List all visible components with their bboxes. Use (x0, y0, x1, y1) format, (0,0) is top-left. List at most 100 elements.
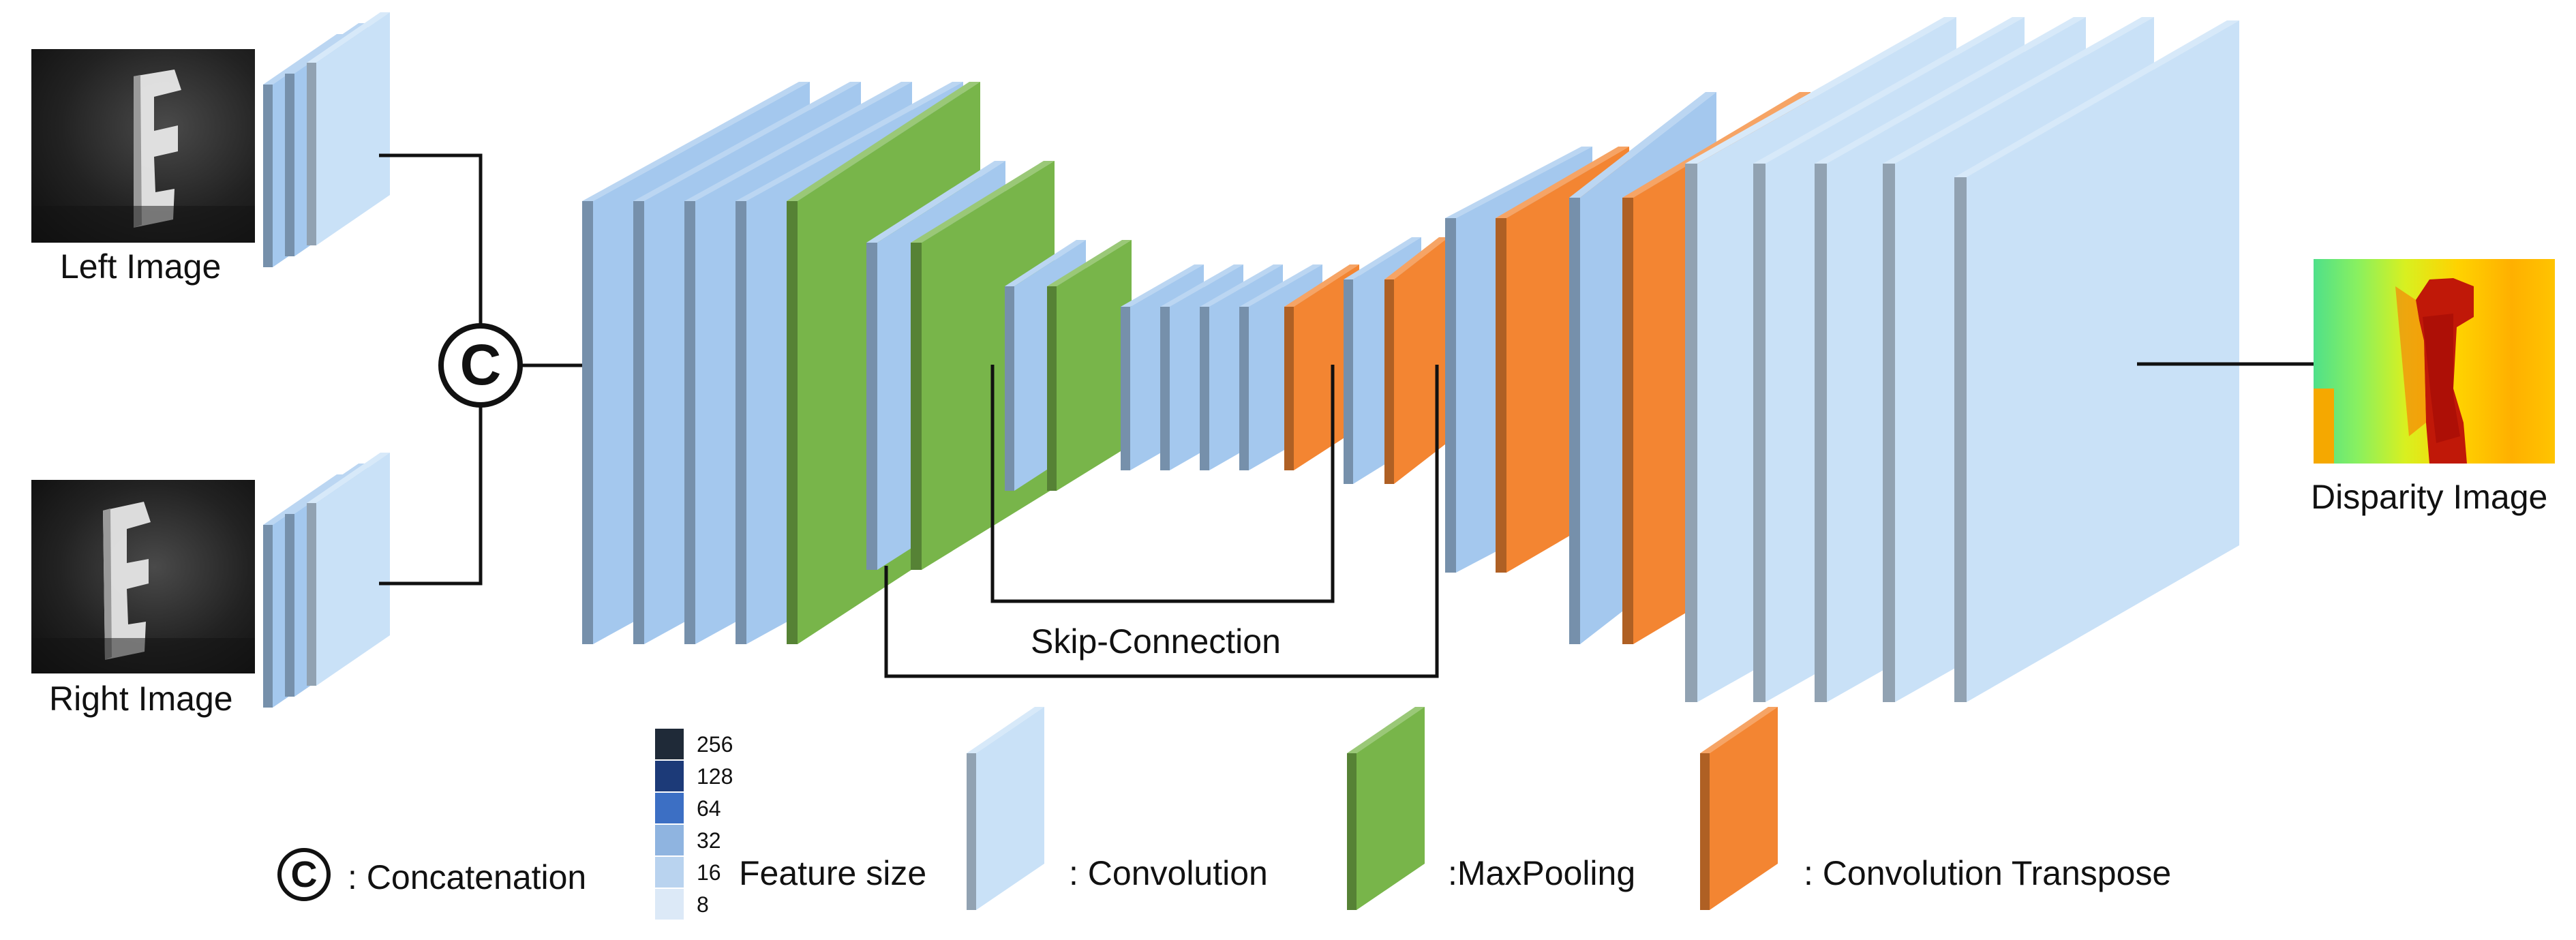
feature-size-tick-64: 64 (697, 796, 721, 821)
encoder1-conv-3-top (736, 82, 963, 201)
left-input-conv-0-side (263, 85, 273, 267)
decoder2-transpose (1384, 237, 1449, 484)
decoder3-conv-side (1445, 218, 1456, 573)
encoder1-conv-1-top (633, 82, 861, 201)
left-input-conv-2-top (307, 12, 390, 63)
bottleneck-conv-2-side (1200, 307, 1209, 470)
feature-size-tick-8: 8 (697, 892, 709, 917)
right-to-concat-line (379, 404, 483, 586)
encoder3-conv-side (1005, 286, 1014, 491)
left-input-conv-2-side (307, 63, 316, 245)
legend-transpose-label: : Convolution Transpose (1804, 854, 2172, 892)
legend-convolution-swatch-front (976, 707, 1044, 910)
feature-scale-swatch-1 (654, 759, 685, 793)
feature-size-tick-128: 128 (697, 764, 733, 789)
bottleneck-conv-3-top (1239, 264, 1322, 307)
feature-scale-swatch-3 (654, 823, 685, 857)
legend-maxpool-swatch-front (1357, 707, 1425, 910)
legend-transpose-swatch-side (1700, 753, 1710, 910)
encoder1-maxpool-top (787, 82, 980, 201)
right-image-caption: Right Image (49, 680, 233, 718)
encoder3-maxpool-side (1047, 286, 1057, 491)
bottleneck-conv-0-side (1121, 307, 1130, 470)
output-conv-0-side (1685, 164, 1697, 702)
legend-concat-circle (277, 848, 331, 901)
legend-maxpool-swatch-top (1347, 707, 1425, 753)
legend-maxpool-swatch (1347, 707, 1425, 910)
output-conv-2-side (1815, 164, 1827, 702)
disparity-image-photo (2314, 259, 2555, 464)
feature-scale-swatch-2 (654, 791, 685, 825)
right-image-photo (31, 480, 255, 673)
decoder1-transpose (1284, 264, 1359, 470)
feature-size-tick-256: 256 (697, 732, 733, 757)
decoder3-transpose-side (1496, 218, 1506, 573)
bottleneck-conv-2-top (1200, 264, 1283, 307)
output-conv-3-side (1883, 164, 1895, 702)
disparity-heatmap-art (2314, 278, 2474, 464)
legend-transpose-swatch (1700, 707, 1778, 910)
output-conv-3-top (1883, 17, 2154, 164)
encoder2-maxpool-top (911, 161, 1055, 243)
decoder4-transpose-top (1622, 92, 1810, 198)
left-input-conv-2 (307, 12, 390, 245)
right-input-conv-2 (307, 453, 390, 686)
decoder2-transpose-side (1384, 279, 1394, 484)
concat-node-circle (438, 323, 523, 408)
output-conv-1-top (1753, 17, 2025, 164)
encoder1-conv-3-side (736, 201, 746, 644)
right-input-conv-1-side (285, 514, 294, 697)
encoder1-conv-0-top (582, 82, 810, 201)
legend-transpose-swatch-top (1700, 707, 1778, 753)
encoder3-maxpool-top (1047, 240, 1132, 286)
left-image-caption: Left Image (60, 247, 222, 286)
decoder1-transpose-front (1294, 264, 1359, 470)
right-input-conv-2-side (307, 503, 316, 686)
encoder1-conv-0-side (582, 201, 593, 644)
disparity-image-caption: Disparity Image (2311, 478, 2548, 516)
decoder3-conv-top (1445, 147, 1592, 218)
encoder2-conv-side (866, 243, 877, 570)
decoder3-transpose-top (1496, 147, 1629, 218)
concat-node-letter: C (459, 333, 502, 397)
feature-scale-swatch-5 (654, 888, 685, 921)
decoder4-transpose-side (1622, 198, 1633, 644)
decoder4-conv-side (1569, 198, 1580, 644)
output-conv-final (1954, 20, 2239, 702)
output-conv-2-top (1815, 17, 2086, 164)
output-conv-final-front (1967, 20, 2239, 702)
decoder1-transpose-top (1284, 264, 1359, 307)
encoder2-maxpool-side (911, 243, 922, 570)
legend-feature-size-label: Feature size (739, 854, 927, 892)
skip-connection-outer-line (884, 365, 1439, 678)
legend-convolution-swatch-top (967, 707, 1044, 753)
feature-scale-swatch-4 (654, 855, 685, 889)
decoder2-conv-side (1344, 279, 1353, 484)
skip-connection-label: Skip-Connection (1031, 622, 1281, 661)
feature-size-tick-16: 16 (697, 860, 721, 885)
right-input-conv-2-front (316, 453, 390, 686)
right-stereo-photo-art (31, 502, 255, 673)
legend-convolution-swatch (967, 707, 1044, 910)
output-conv-0-top (1685, 17, 1956, 164)
skip-connection-inner-line (990, 365, 1335, 603)
output-conv-1-side (1753, 164, 1766, 702)
encoder1-maxpool-side (787, 201, 798, 644)
decoder2-transpose-front (1394, 237, 1449, 484)
feature-size-tick-32: 32 (697, 828, 721, 853)
feature-scale-swatch-0 (654, 727, 685, 761)
legend-transpose-swatch-front (1710, 707, 1778, 910)
encoder1-conv-2-side (684, 201, 695, 644)
right-input-conv-2-top (307, 453, 390, 503)
encoder1-conv-2-top (684, 82, 912, 201)
decoder1-transpose-side (1284, 307, 1294, 470)
legend-maxpool-swatch-side (1347, 753, 1357, 910)
left-stereo-photo-art (31, 70, 255, 243)
left-input-conv-1-side (285, 74, 294, 256)
legend-maxpooling-label: :MaxPooling (1448, 854, 1636, 892)
legend-concat-label: : Concatenation (348, 858, 587, 896)
left-input-conv-2-front (316, 12, 390, 245)
decoder2-conv-top (1344, 237, 1421, 279)
